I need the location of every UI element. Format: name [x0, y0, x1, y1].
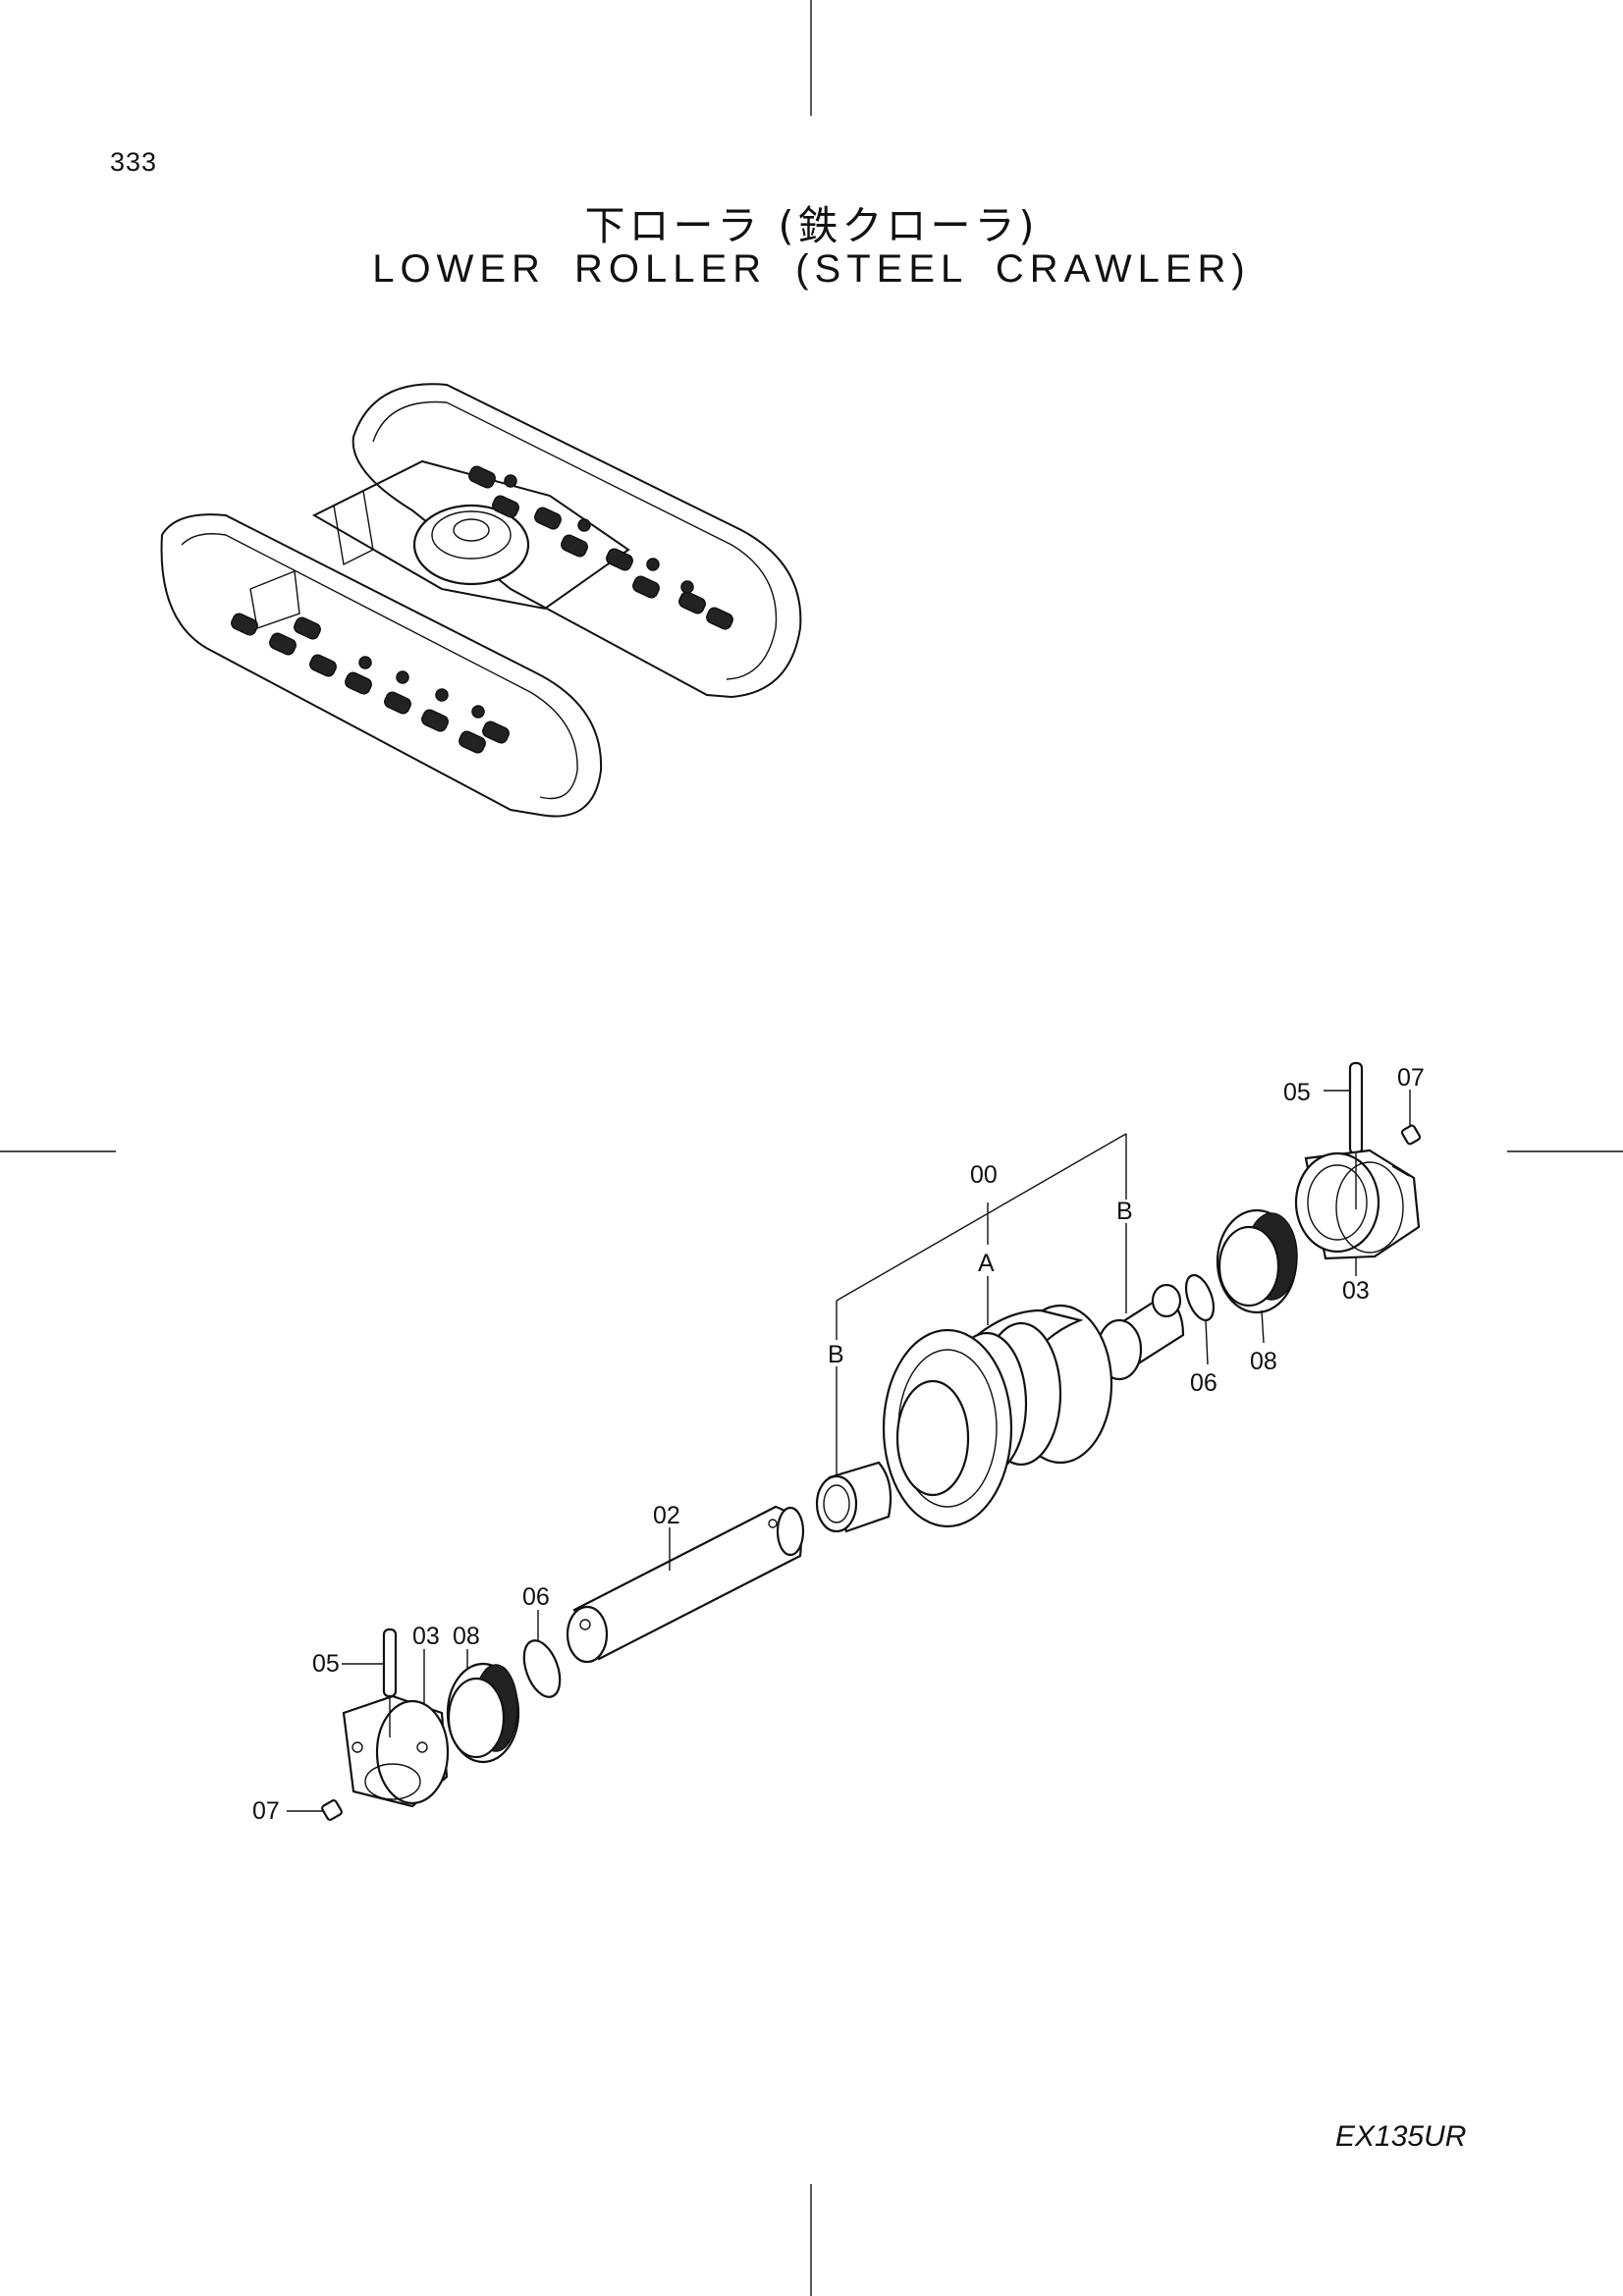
callout-07-right: 07	[1397, 1064, 1425, 1092]
part-06-oring-left	[522, 1639, 562, 1698]
callout-03-left: 03	[412, 1623, 440, 1650]
page-number: 333	[110, 147, 158, 177]
callout-00: 00	[970, 1161, 998, 1189]
callout-08-right: 08	[1250, 1348, 1277, 1375]
part-07-plug-left	[321, 1799, 343, 1821]
model-code: EX135UR	[1335, 2120, 1467, 2153]
part-05-pin-left	[382, 1628, 398, 1698]
callout-b-right: B	[1116, 1198, 1133, 1225]
title-japanese: 下ローラ (鉄クローラ)	[584, 202, 1039, 249]
callout-05-left: 05	[312, 1650, 340, 1678]
leader-lines	[287, 1090, 1411, 1812]
callout-03-right: 03	[1342, 1277, 1370, 1305]
part-05-pin-right	[1348, 1061, 1364, 1155]
callout-06-left: 06	[522, 1583, 550, 1611]
undercarriage-overview-illustration	[160, 383, 802, 818]
callout-b-left: B	[828, 1341, 844, 1368]
callout-05-right: 05	[1283, 1079, 1311, 1106]
front-track-rollers	[231, 613, 510, 754]
part-a-roller-body	[882, 1304, 1113, 1528]
part-bushing-b-left	[815, 1461, 893, 1533]
part-02-shaft	[566, 1505, 805, 1664]
title-english: LOWER ROLLER (STEEL CRAWLER)	[372, 247, 1251, 291]
part-03-collar-right	[1294, 1148, 1421, 1260]
callout-06-right: 06	[1190, 1369, 1217, 1397]
part-08-seal-left	[446, 1662, 520, 1764]
callout-labels: 05 07 03 00 B A B 06 08 02 06 08 03 05 0…	[252, 1064, 1425, 1825]
callout-08-left: 08	[453, 1623, 480, 1650]
part-03-collar-left	[342, 1694, 450, 1808]
part-06-oring-right	[1184, 1273, 1216, 1322]
callout-02: 02	[653, 1502, 680, 1529]
rear-track-rollers	[468, 465, 733, 630]
part-07-plug-right	[1400, 1124, 1422, 1146]
part-08-seal-right	[1216, 1208, 1298, 1314]
callout-a: A	[978, 1250, 995, 1277]
callout-07-left: 07	[252, 1797, 280, 1825]
